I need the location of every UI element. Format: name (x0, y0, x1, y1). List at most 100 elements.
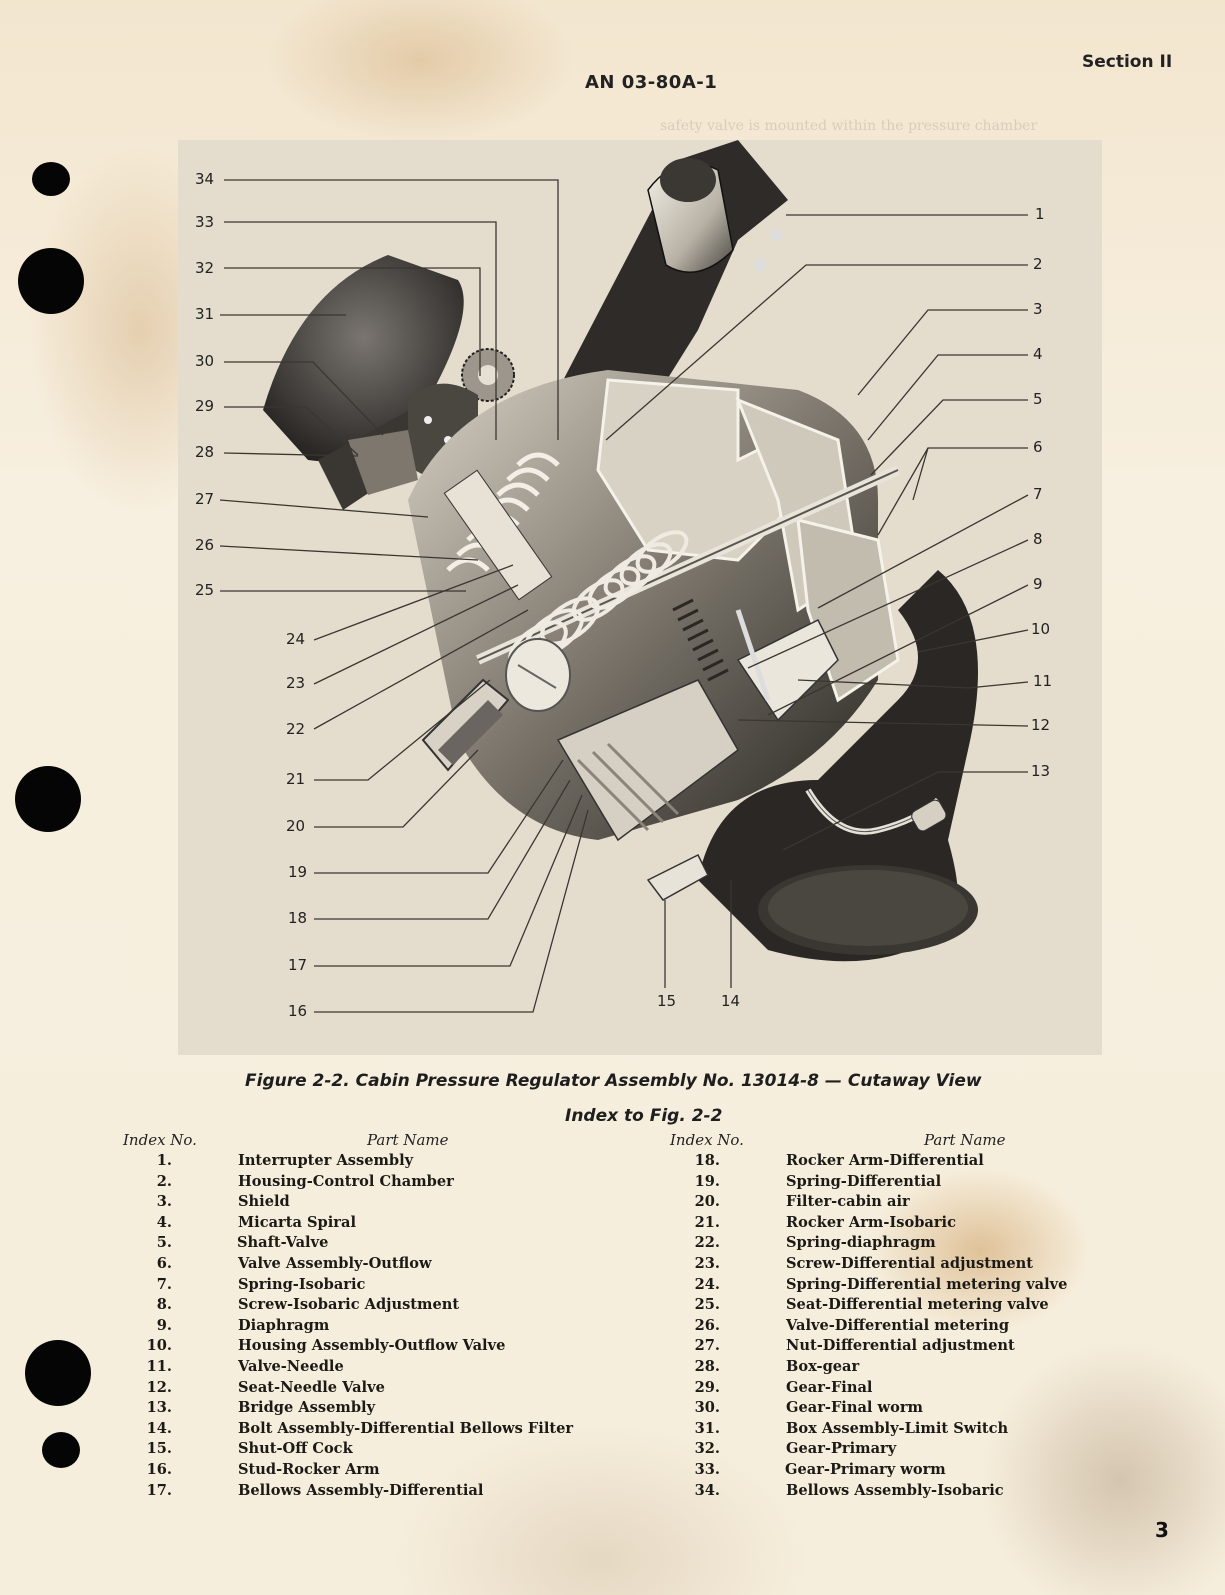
part-row: 26.Valve-Differential metering (660, 1317, 1180, 1338)
callout-7: 7 (1033, 485, 1043, 503)
document-number: AN 03-80A-1 (585, 72, 718, 93)
part-name: Spring-Differential (786, 1172, 942, 1190)
section-label: Section II (1082, 52, 1173, 72)
part-name: Shield (238, 1193, 290, 1211)
part-name: Nut-Differential adjustment (786, 1337, 1015, 1355)
part-index: 23. (694, 1254, 720, 1272)
cutaway-illustration (219, 140, 1029, 1013)
part-row: 30.Gear-Final worm (660, 1399, 1180, 1420)
column-header-part-name: Part Name (367, 1131, 449, 1149)
part-index: 5. (156, 1234, 172, 1252)
part-row: 17. Bellows Assembly-Differential (112, 1482, 612, 1503)
figure-caption: Figure 2-2. Cabin Pressure Regulator Ass… (245, 1071, 982, 1091)
callout-33: 33 (195, 213, 215, 231)
part-name: Screw-Differential adjustment (786, 1254, 1034, 1272)
part-index: 4. (156, 1213, 172, 1231)
part-index: 7. (156, 1275, 172, 1293)
callout-23: 23 (286, 674, 306, 692)
part-row: 9. Diaphragm (112, 1317, 612, 1338)
callout-13: 13 (1031, 762, 1051, 780)
part-row: 14.Bolt Assembly-Differential Bellows Fi… (112, 1420, 612, 1441)
part-row: 18. Rocker Arm-Differential (660, 1152, 1180, 1173)
callout-9: 9 (1033, 575, 1043, 593)
part-row: 8.Screw-Isobaric Adjustment (112, 1296, 612, 1317)
part-row: 15.Shut-Off Cock (112, 1440, 612, 1461)
part-index: 22. (694, 1234, 720, 1252)
part-name: Spring-Differential metering valve (786, 1275, 1068, 1293)
part-name: Valve-Needle (238, 1357, 344, 1375)
part-row: 16.Stud-Rocker Arm (112, 1461, 612, 1482)
part-index: 29. (694, 1378, 720, 1396)
part-index: 8. (156, 1296, 172, 1314)
part-name: Box Assembly-Limit Switch (786, 1419, 1009, 1437)
part-row: 27.Nut-Differential adjustment (660, 1337, 1180, 1358)
parts-list-left: 1.Interrupter Assembly 2.Housing-Control… (112, 1152, 612, 1502)
part-index: 18. (694, 1152, 720, 1169)
part-row: 7. Spring-Isobaric (112, 1276, 612, 1297)
part-row: 31.Box Assembly-Limit Switch (660, 1420, 1180, 1441)
callout-21: 21 (286, 770, 306, 788)
callout-20: 20 (286, 817, 306, 835)
callout-27: 27 (195, 490, 215, 508)
callout-8: 8 (1033, 530, 1043, 548)
part-index: 9. (156, 1316, 172, 1334)
part-row: 5. Shaft-Valve (112, 1234, 612, 1255)
part-index: 24. (694, 1275, 720, 1293)
part-index: 1. (156, 1152, 172, 1169)
part-index: 13. (146, 1399, 172, 1417)
callout-10: 10 (1031, 620, 1051, 638)
part-name: Rocker Arm-Differential (786, 1152, 984, 1169)
binder-hole (18, 248, 84, 314)
part-index: 17. (146, 1481, 172, 1499)
index-title: Index to Fig. 2-2 (565, 1106, 723, 1126)
callout-17: 17 (288, 956, 308, 974)
part-name: Housing-Control Chamber (238, 1172, 454, 1190)
part-name: Stud-Rocker Arm (238, 1460, 380, 1478)
part-index: 6. (156, 1254, 172, 1272)
callout-29: 29 (195, 397, 215, 415)
callout-18: 18 (288, 909, 308, 927)
part-name: Gear-Final worm (786, 1399, 923, 1417)
callout-19: 19 (288, 863, 308, 881)
part-name: Gear-Final (786, 1378, 873, 1396)
callout-24: 24 (286, 630, 306, 648)
binder-hole (15, 766, 81, 832)
part-name: Bellows Assembly-Isobaric (786, 1481, 1004, 1499)
part-index: 25. (694, 1296, 720, 1314)
callout-leaders (605, 214, 1029, 851)
part-name: Rocker Arm-Isobaric (786, 1213, 956, 1231)
part-index: 3. (156, 1193, 172, 1211)
part-name: Gear-Primary worm (785, 1460, 946, 1478)
parts-list-right: 18. Rocker Arm-Differential 19. Spring-Dif… (660, 1152, 1180, 1502)
part-name: Shaft-Valve (237, 1234, 329, 1252)
callout-4: 4 (1033, 345, 1043, 363)
part-index: 32. (694, 1440, 720, 1458)
part-index: 20. (694, 1193, 720, 1211)
part-index: 2. (156, 1172, 172, 1190)
part-name: Housing Assembly-Outflow Valve (238, 1337, 506, 1355)
part-row: 29. Gear-Final (660, 1379, 1180, 1400)
part-index: 21. (694, 1213, 720, 1231)
part-row: 21. Rocker Arm-Isobaric (660, 1214, 1180, 1235)
callout-14: 14 (721, 992, 741, 1010)
callout-26: 26 (195, 536, 215, 554)
part-index: 15. (146, 1440, 172, 1458)
part-name: Box-gear (786, 1357, 860, 1375)
binder-hole (25, 1340, 91, 1406)
part-row: 25.Seat-Differential metering valve (660, 1296, 1180, 1317)
part-row: 10. Housing Assembly-Outflow Valve (112, 1337, 612, 1358)
callout-34: 34 (195, 170, 215, 188)
part-index: 10. (146, 1337, 172, 1355)
callout-leaders (219, 179, 589, 1013)
part-name: Diaphragm (238, 1316, 330, 1334)
part-row: 20. Filter-cabin air (660, 1193, 1180, 1214)
part-name: Spring-Isobaric (238, 1275, 366, 1293)
part-index: 33. (694, 1460, 720, 1478)
part-row: 6.Valve Assembly-Outflow (112, 1255, 612, 1276)
part-name: Filter-cabin air (786, 1193, 910, 1211)
part-index: 11. (146, 1357, 172, 1375)
bleed-through-text: safety valve is mounted within the press… (660, 118, 1038, 134)
part-index: 19. (694, 1172, 720, 1190)
callout-12: 12 (1031, 716, 1051, 734)
part-name: Bellows Assembly-Differential (238, 1481, 484, 1499)
